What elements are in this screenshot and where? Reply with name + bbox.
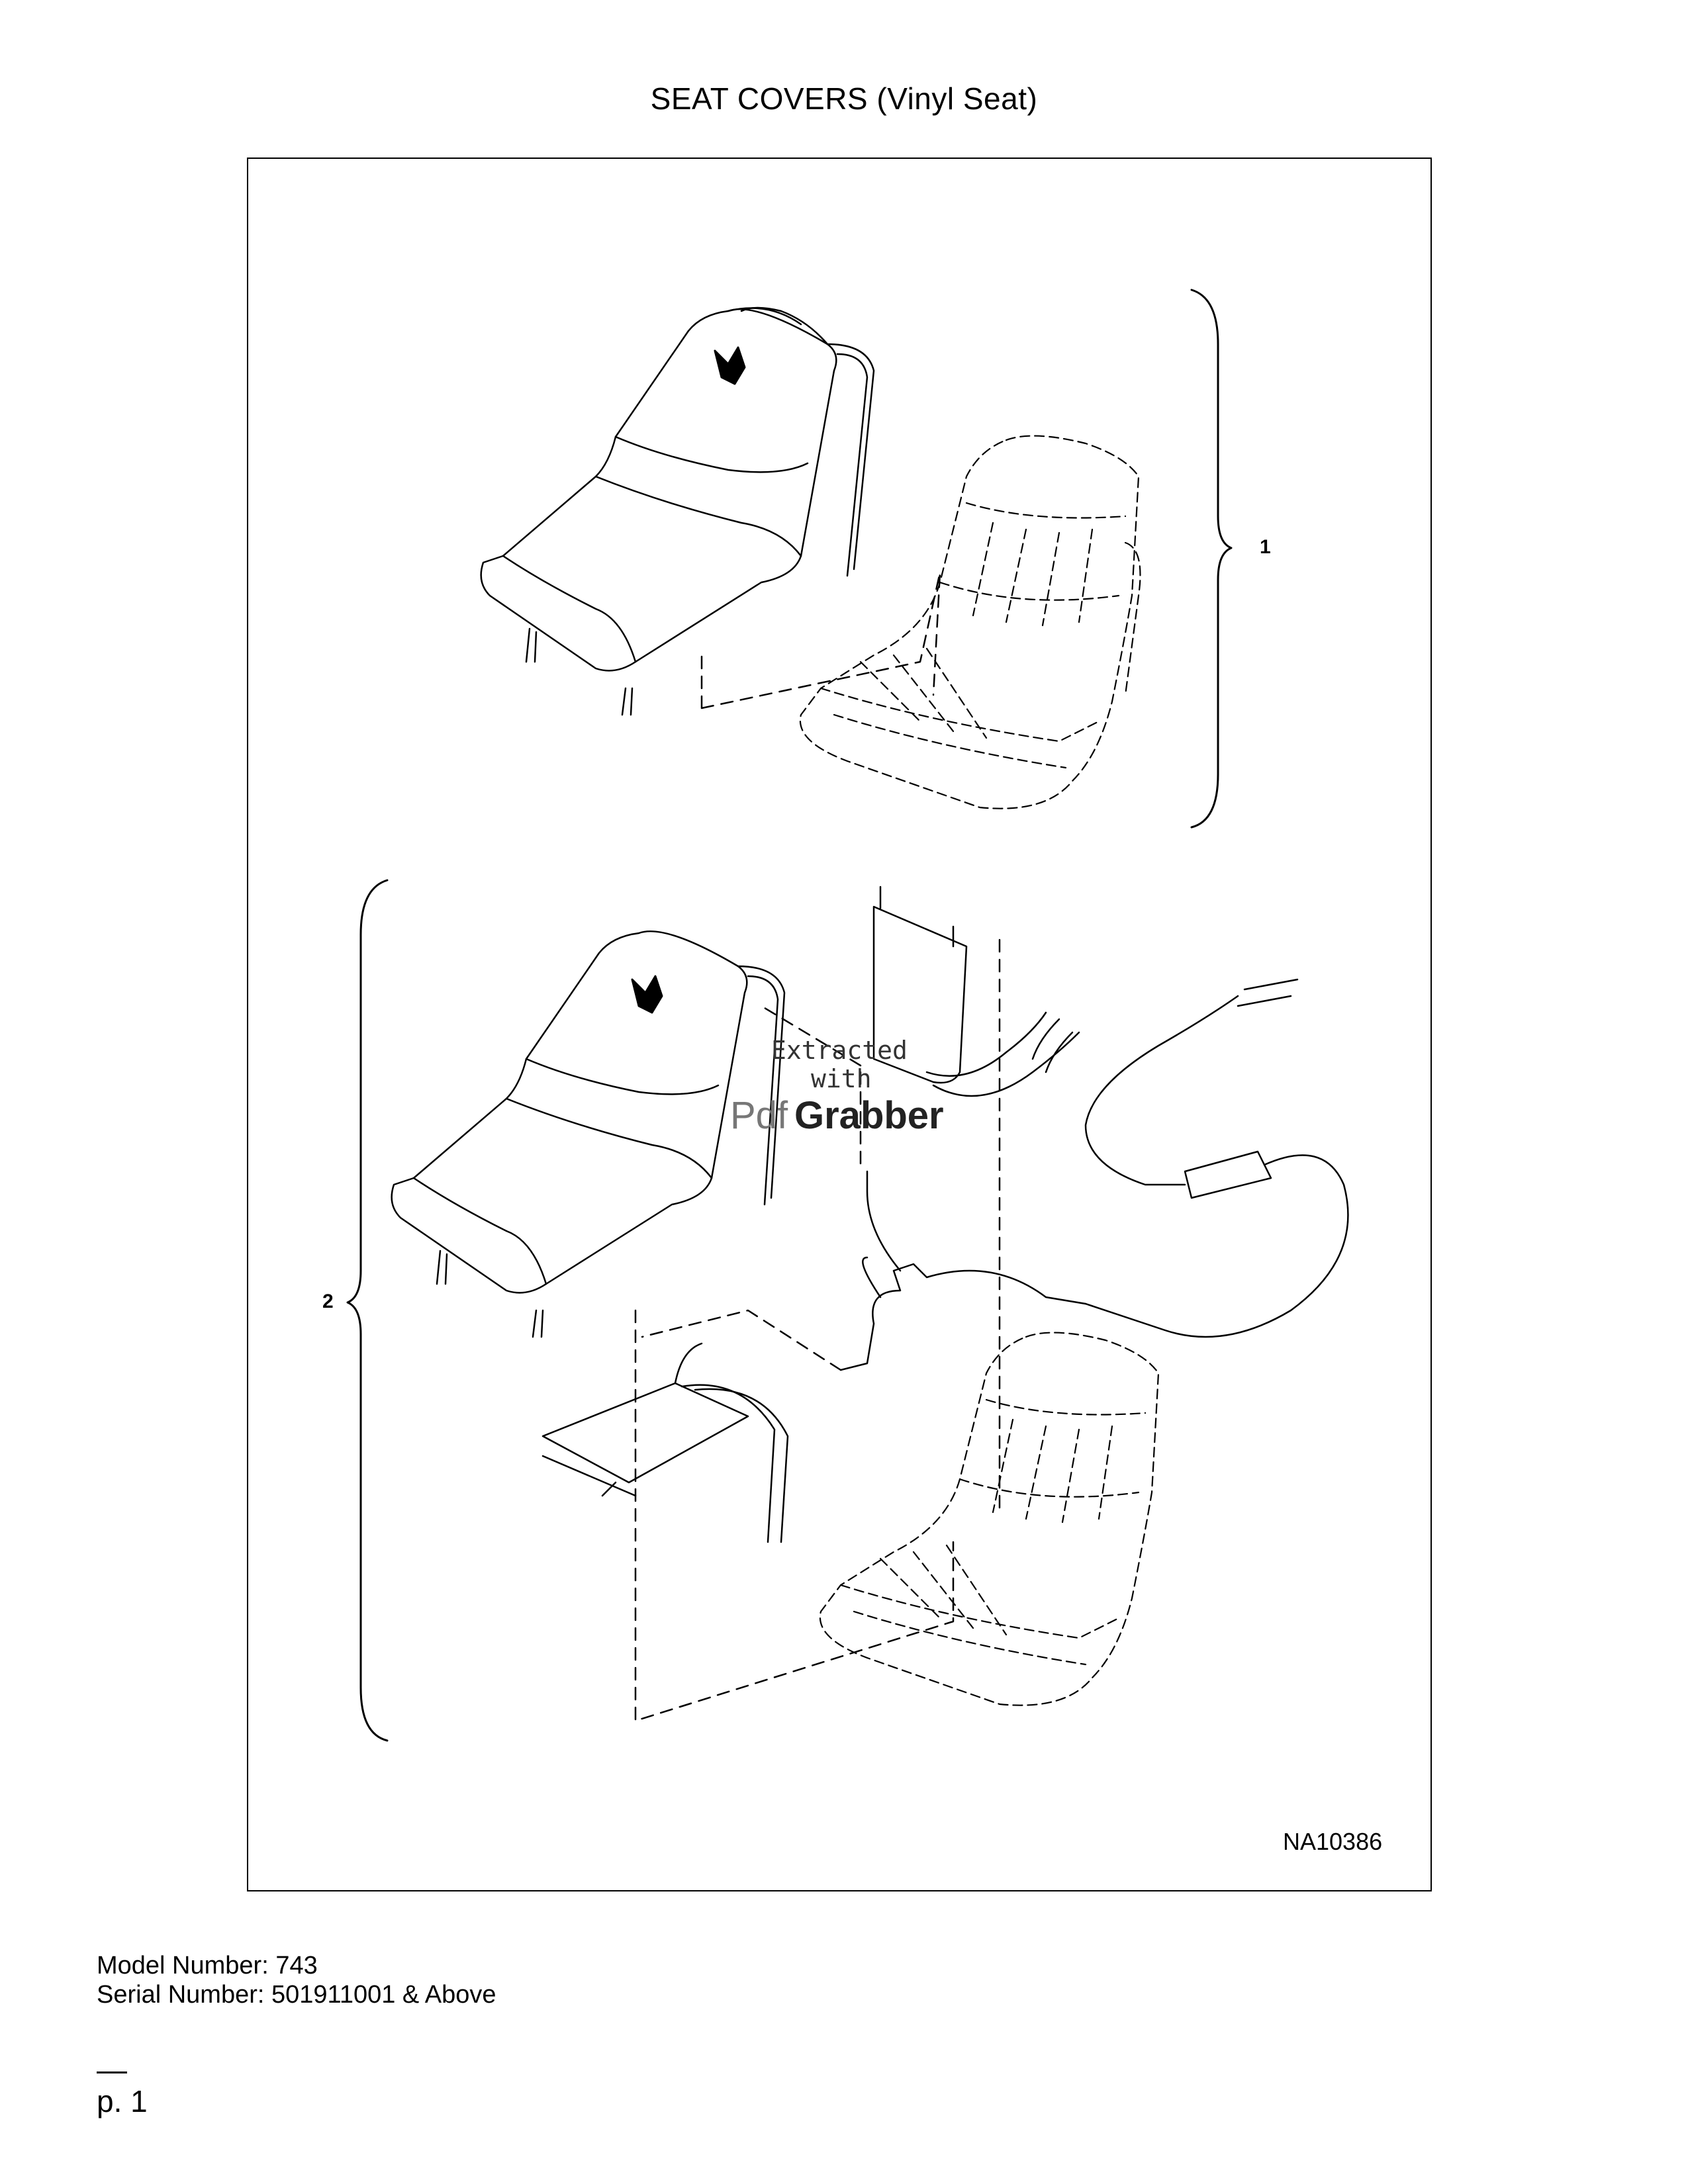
watermark-brand-b: Grabber (794, 1094, 944, 1137)
illustration-frame (247, 158, 1432, 1891)
vinyl-seat-icon (819, 1332, 1160, 1706)
callout-2: 2 (322, 1291, 334, 1312)
callout-1: 1 (1260, 536, 1271, 558)
brace-group-1 (1190, 289, 1233, 829)
figure-code: NA10386 (1283, 1828, 1383, 1855)
power-cord-icon (839, 978, 1349, 1371)
watermark-extracted: Extracted (771, 1036, 908, 1065)
page-number: p. 1 (97, 2084, 148, 2118)
dashed-guide-2 (634, 938, 1001, 1722)
heated-pad-icon (872, 886, 1080, 1097)
heated-pad-icon (541, 1342, 789, 1543)
dashed-guide-1 (700, 571, 941, 709)
model-number: Model Number: 743 (97, 1952, 318, 1979)
watermark-with: with (811, 1064, 872, 1093)
serial-number: Serial Number: 501911001 & Above (97, 1981, 496, 2009)
seat-cover-icon (480, 306, 875, 716)
vinyl-seat-icon (799, 435, 1141, 809)
page-rule (97, 2071, 127, 2073)
brace-group-2 (346, 879, 389, 1742)
watermark-brand-a: Pdf (730, 1094, 788, 1137)
page-title: SEAT COVERS (Vinyl Seat) (650, 81, 1038, 116)
seat-cover-icon (391, 931, 786, 1338)
